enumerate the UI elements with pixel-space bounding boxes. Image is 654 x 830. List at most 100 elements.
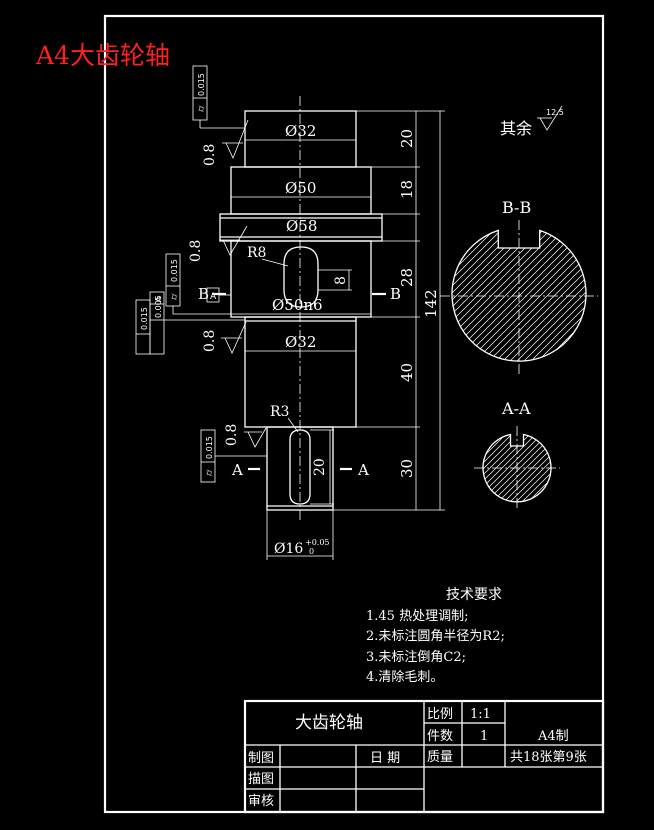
roughness-2: 0.8 <box>188 240 204 262</box>
hatch-line <box>452 230 563 362</box>
hatch-line <box>452 230 500 362</box>
hatch-line <box>452 230 549 362</box>
hatch-line <box>587 225 654 368</box>
hatch-line <box>452 230 514 362</box>
hatch-line <box>483 434 517 502</box>
dim-len18: 18 <box>398 180 416 199</box>
roughness-other-symbol <box>539 105 563 131</box>
tolerance-frame-1 <box>192 65 245 129</box>
title-date-label: 日 期 <box>370 751 400 766</box>
roughness-other-value: 12.5 <box>546 108 564 117</box>
hatch-line <box>452 230 586 362</box>
tech-req-item-1: 1.45 热处理调制; <box>366 609 468 624</box>
tolerance-frame-3 <box>135 291 245 355</box>
tech-req-item-3: 3.未标注倒角C2; <box>366 650 466 665</box>
title-scale-value: 1:1 <box>470 707 491 722</box>
dim-d16-tol2: 0 <box>309 547 314 556</box>
hatch-line <box>452 230 542 362</box>
corner-label: A4大齿轮轴 <box>35 41 170 70</box>
length-dimensions <box>333 110 445 511</box>
shaft-view <box>219 96 383 520</box>
hatch-line <box>452 230 556 362</box>
hatch-line <box>483 434 547 502</box>
title-traced-label: 描图 <box>248 772 274 787</box>
title-qty-label: 件数 <box>427 729 453 744</box>
tol-3-value: 0.015 <box>140 307 149 330</box>
hatch-line <box>502 230 586 362</box>
title-drawn-label: 制图 <box>248 751 274 766</box>
title-size-label: A4制 <box>537 729 569 744</box>
hatch-line <box>509 230 586 362</box>
dim-w20: 20 <box>312 458 328 476</box>
dim-w8: 8 <box>333 276 349 285</box>
cut-b-left: B <box>198 285 209 303</box>
roughness-1: 0.8 <box>202 144 218 166</box>
tech-req-item-4: 4.清除毛刺。 <box>366 670 443 685</box>
tolerance-frame-2 <box>165 253 231 315</box>
tol-2-value: 0.015 <box>170 259 179 282</box>
roughness-symbols <box>219 119 267 448</box>
hatch-line <box>452 230 521 362</box>
svg-text:⌭: ⌭ <box>205 469 215 476</box>
dim-d58: Ø58 <box>286 217 317 235</box>
title-block <box>243 699 605 814</box>
dim-len30: 30 <box>398 459 416 478</box>
dim-d50n6: Ø50n6 <box>272 296 323 314</box>
hatch-line <box>495 230 586 362</box>
hatch-line <box>558 230 586 362</box>
roughness-4: 0.8 <box>224 424 240 446</box>
tol-3b-value: 0.005 <box>154 295 163 318</box>
hatch-line <box>523 230 586 362</box>
hatch-line <box>572 230 586 362</box>
dim-d32-top: Ø32 <box>285 122 316 140</box>
hatch-line <box>487 434 551 502</box>
dim-len40: 40 <box>398 363 416 382</box>
datum-a-label: A <box>210 292 217 302</box>
hatch-line <box>452 230 570 362</box>
dim-len142: 142 <box>422 289 440 318</box>
hatch-line <box>452 230 577 362</box>
hatch-line <box>452 230 535 362</box>
dim-len20: 20 <box>398 129 416 148</box>
title-part-name: 大齿轮轴 <box>295 713 363 733</box>
tech-req-item-2: 2.未标注圆角半径为R2; <box>366 629 505 644</box>
hatch-line <box>537 230 586 362</box>
hatch-line <box>481 230 586 362</box>
hatch-line <box>467 230 586 362</box>
section-aa-title: A-A <box>501 399 531 418</box>
title-sheet-info: 共18张第9张 <box>510 750 587 765</box>
hatch-line <box>554 430 630 506</box>
cut-a-left: A <box>231 461 243 479</box>
hatch-line <box>460 230 586 362</box>
hatch-line <box>452 230 486 362</box>
dim-len28: 28 <box>398 268 416 287</box>
datum-a <box>206 287 231 303</box>
hatch-line <box>517 434 551 502</box>
dim-d50: Ø50 <box>285 179 316 197</box>
title-qty-value: 1 <box>480 729 488 744</box>
cut-b-right: B <box>390 285 401 303</box>
hatch-line <box>483 434 499 502</box>
hatch-line <box>516 230 586 362</box>
cut-a-right: A <box>357 461 369 479</box>
hatch-line <box>483 434 511 502</box>
roughness-3: 0.8 <box>202 330 218 352</box>
dim-d16: Ø16 <box>274 541 303 557</box>
tol-3-ref: A <box>154 296 163 302</box>
title-checked-label: 审核 <box>248 794 274 809</box>
hatch-line <box>523 434 551 502</box>
tolerance-frame-4 <box>200 429 267 483</box>
dim-r8: R8 <box>247 245 266 261</box>
hatch-line <box>505 434 551 502</box>
title-scale-label: 比例 <box>427 707 453 722</box>
title-mass-label: 质量 <box>427 750 453 765</box>
dim-d32-mid: Ø32 <box>285 333 316 351</box>
svg-text:⌭: ⌭ <box>170 293 180 300</box>
hatch-line <box>579 230 586 362</box>
hatch-line <box>452 230 528 362</box>
tech-req-title: 技术要求 <box>446 587 502 603</box>
section-aa <box>474 426 630 510</box>
hatch-line <box>453 230 586 362</box>
dim-d16-tol: +0.05 <box>305 538 330 547</box>
hatch-line <box>488 230 586 362</box>
